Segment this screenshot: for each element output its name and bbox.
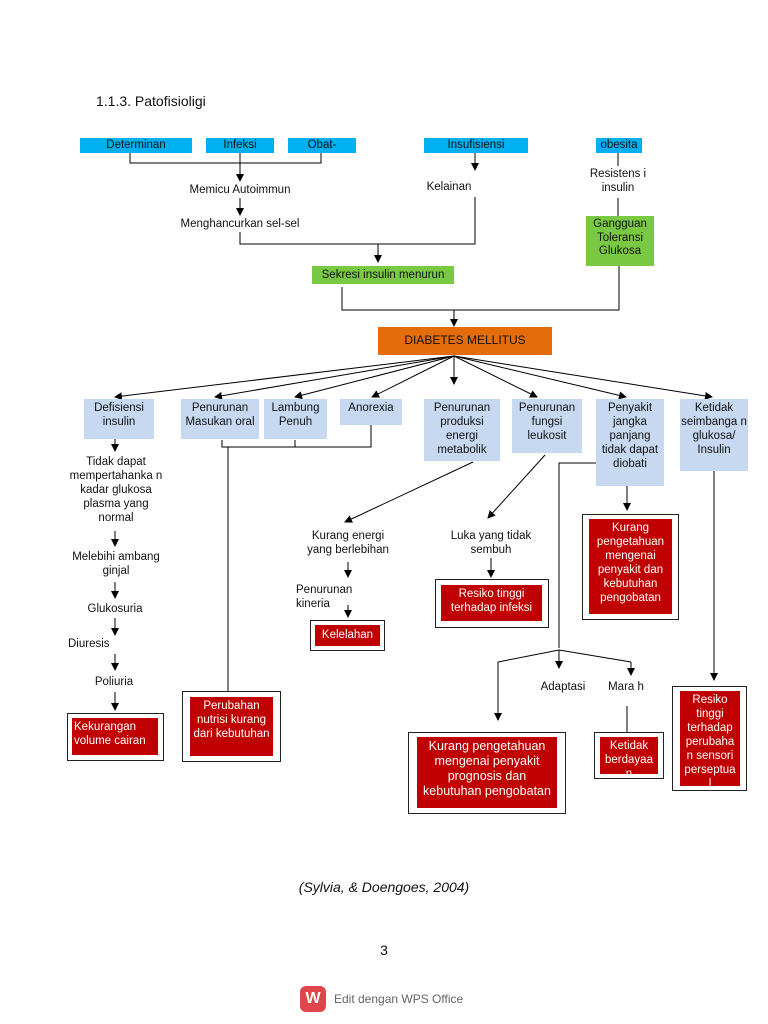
node-penurunan-energi: Penurunan produksi energi metabolik bbox=[424, 399, 500, 461]
node-adaptasi: Adaptasi bbox=[540, 681, 586, 693]
diagnosis-perubahan: Perubahan nutrisi kurang dari kebutuhan bbox=[190, 697, 273, 756]
node-defisiensi: Defisiensi insulin bbox=[84, 399, 154, 439]
node-obat: Obat- bbox=[288, 138, 356, 153]
node-insufisiensi: Insufisiensi bbox=[424, 138, 528, 153]
diagnosis-kekurangan: Kekurangan volume cairan bbox=[72, 718, 158, 755]
wps-edit-label: Edit dengan WPS Office bbox=[334, 992, 464, 1006]
node-penurunan-masukan: Penurunan Masukan oral bbox=[181, 399, 259, 439]
node-luka: Luka yang tidak sembuh bbox=[450, 530, 532, 556]
node-infeksi: Infeksi bbox=[206, 138, 274, 153]
page-number: 3 bbox=[380, 942, 388, 958]
node-ketidak: Ketidak seimbanga n glukosa/ Insulin bbox=[680, 399, 748, 471]
diagnosis-resiko-sensori: Resiko tinggi terhadap perubaha n sensor… bbox=[680, 691, 740, 786]
node-menghancurkan: Menghancurkan sel-sel bbox=[180, 218, 300, 230]
page-title: 1.1.3. Patofisioligi bbox=[96, 93, 206, 109]
diagnosis-kelelahan: Kelelahan bbox=[315, 625, 380, 646]
node-kurang-energi: Kurang energi yang berlebihan bbox=[307, 530, 389, 556]
node-anorexia: Anorexia bbox=[340, 399, 402, 425]
node-melebihi: Melebihi ambang ginjal bbox=[72, 551, 160, 577]
node-kelainan: Kelainan bbox=[426, 181, 472, 193]
node-diabetes: DIABETES MELLITUS bbox=[378, 327, 552, 355]
node-poliuria: Poliuria bbox=[94, 676, 134, 688]
diagnosis-kurang-pengetahuan-1: Kurang pengetahuan mengenai penyakit dan… bbox=[589, 519, 672, 614]
node-penyakit: Penyakit jangka panjang tidak dapat diob… bbox=[596, 399, 664, 486]
node-memicu: Memicu Autoimmun bbox=[189, 184, 291, 196]
node-obesita: obesita bbox=[596, 138, 642, 153]
node-sekresi: Sekresi insulin menurun bbox=[312, 266, 454, 284]
node-determinan: Determinan bbox=[80, 138, 192, 153]
citation: (Sylvia, & Doengoes, 2004) bbox=[298, 879, 470, 895]
diagnosis-kurang-pengetahuan-2: Kurang pengetahuan mengenai penyakit pro… bbox=[417, 737, 557, 808]
node-penurunan-kinerja: Penurunan kineria bbox=[296, 584, 353, 610]
node-resistensi: Resistens i insulin bbox=[589, 168, 647, 194]
wps-edit-link[interactable]: W Edit dengan WPS Office bbox=[300, 986, 463, 1012]
node-marah: Mara h bbox=[608, 681, 644, 693]
node-lambung: Lambung Penuh bbox=[264, 399, 327, 439]
node-diuresis: Diuresis bbox=[68, 638, 110, 650]
diagnosis-resiko-infeksi: Resiko tinggi terhadap infeksi bbox=[441, 585, 542, 621]
wps-logo-icon: W bbox=[300, 986, 326, 1012]
node-gangguan: Gangguan Toleransi Glukosa bbox=[586, 216, 654, 266]
node-tidak-dapat: Tidak dapat mempertahanka n kadar glukos… bbox=[69, 456, 163, 524]
node-penurunan-leukosit: Penurunan fungsi leukosit bbox=[512, 399, 582, 453]
diagnosis-ketidakberdayaan: Ketidak berdayaa n bbox=[600, 737, 658, 774]
node-glukosuria: Glukosuria bbox=[87, 603, 143, 615]
